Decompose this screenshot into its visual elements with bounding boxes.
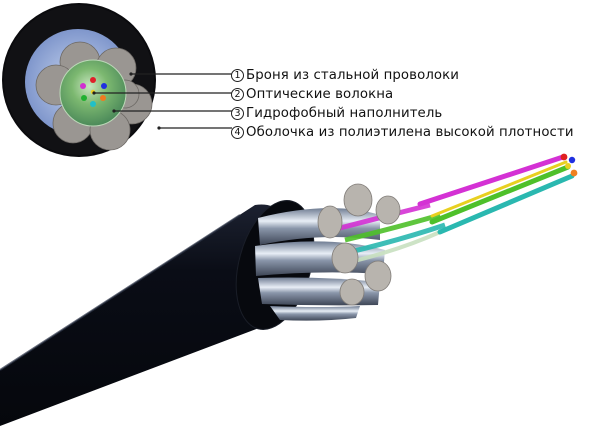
cross-section: [2, 3, 156, 157]
callout-fibers: 2 Оптические волокна: [231, 85, 574, 104]
callout-number-2: 2: [231, 88, 244, 101]
callout-number-1: 1: [231, 69, 244, 82]
callout-number-3: 3: [231, 107, 244, 120]
callout-label-armor: Броня из стальной проволоки: [246, 68, 460, 83]
callout-sheath: 4 Оболочка из полиэтилена высокой плотно…: [231, 123, 574, 142]
callout-label-sheath: Оболочка из полиэтилена высокой плотност…: [246, 125, 574, 140]
callout-number-4: 4: [231, 126, 244, 139]
callout-list: 1 Броня из стальной проволоки 2 Оптическ…: [231, 66, 574, 142]
callout-label-fibers: Оптические волокна: [246, 87, 394, 102]
cable-body: [0, 153, 578, 426]
callout-label-gel: Гидрофобный наполнитель: [246, 106, 443, 121]
callout-armor: 1 Броня из стальной проволоки: [231, 66, 574, 85]
leader-lines: [94, 73, 232, 129]
callout-gel: 3 Гидрофобный наполнитель: [231, 104, 574, 123]
